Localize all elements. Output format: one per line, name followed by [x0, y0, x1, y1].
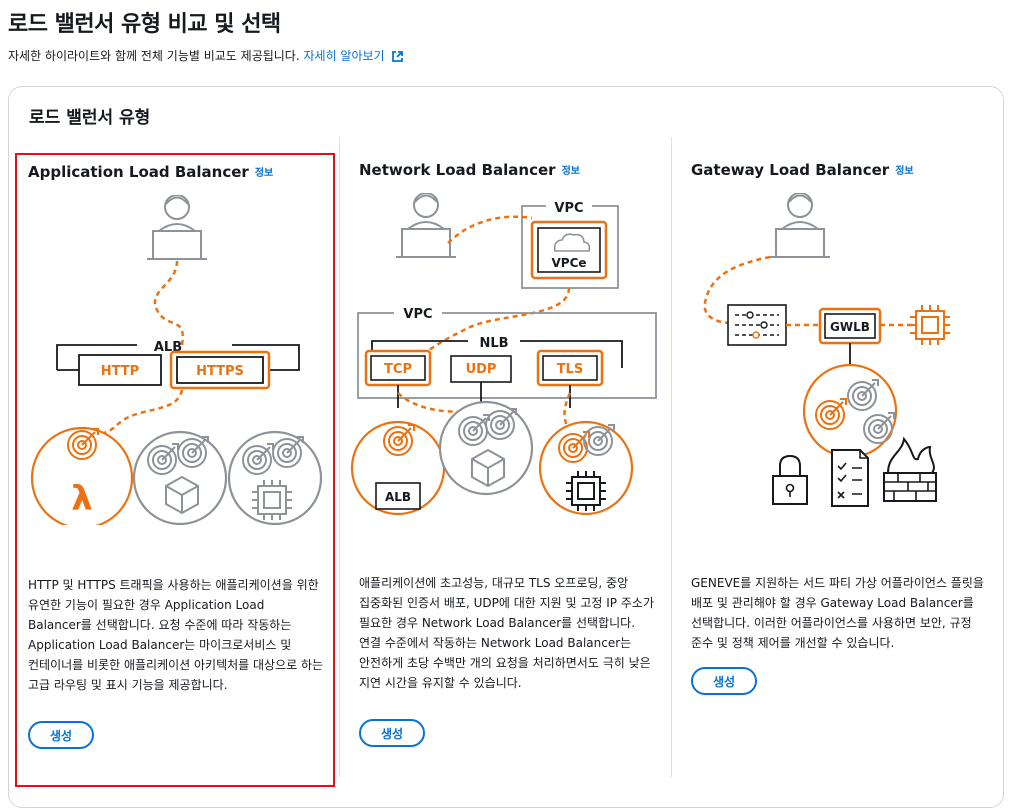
nlb-title: Network Load Balancer — [359, 161, 556, 179]
udp-box — [450, 355, 512, 383]
column-divider — [671, 137, 672, 777]
card-title: Application Load Balancer 정보 — [28, 163, 273, 181]
nlb-label: NLB — [479, 336, 508, 351]
alb-description: HTTP 및 HTTPS 트래픽을 사용하는 애플리케이션을 위한 유연한 기능… — [28, 578, 324, 692]
chip-icon — [565, 470, 607, 512]
alb-card[interactable]: Application Load Balancer 정보 ALB HTTP HTT… — [15, 153, 335, 787]
vpc-label: VPC — [403, 307, 432, 322]
tcp-label: TCP — [384, 362, 412, 377]
card-title: Gateway Load Balancer 정보 — [691, 161, 914, 179]
checklist-icon — [831, 449, 869, 507]
alb-small-label: ALB — [385, 490, 411, 504]
gwlb-description: GENEVE를 지원하는 서드 파티 가상 어플라이언스 플릿을 배포 및 관리… — [691, 576, 984, 650]
cube-icon — [471, 449, 505, 487]
section-title: 로드 밸런서 유형 — [29, 108, 151, 128]
tls-label: TLS — [557, 362, 584, 377]
chip-icon — [909, 304, 951, 346]
page-title: 로드 밸런서 유형 비교 및 선택 — [8, 12, 281, 37]
nlb-create-button[interactable]: 생성 — [359, 719, 425, 747]
firewall-icon — [883, 436, 937, 502]
user-laptop-icon — [146, 195, 208, 260]
user-laptop-icon — [769, 193, 831, 258]
alb-title: Application Load Balancer — [28, 163, 249, 181]
nlb-diagram: VPC VPCe VPC NLB TCP UDP TLS — [350, 193, 657, 516]
gwlb-label: GWLB — [830, 320, 870, 334]
card-title: Network Load Balancer 정보 — [359, 161, 580, 179]
vpce-label: VPCe — [551, 256, 586, 270]
page-subtitle: 자세한 하이라이트와 함께 전체 기능별 비교도 제공됩니다. 자세히 알아보기 — [8, 47, 404, 64]
subtitle-text: 자세한 하이라이트와 함께 전체 기능별 비교도 제공됩니다. — [8, 49, 300, 63]
vpc-box — [357, 312, 657, 399]
external-link-icon — [392, 51, 404, 62]
chip-icon — [251, 479, 293, 521]
alb-info-link[interactable]: 정보 — [254, 168, 274, 179]
load-balancer-types-panel: 로드 밸런서 유형 Application Load Balancer 정보 AL… — [8, 86, 1004, 808]
gwlb-card[interactable]: Gateway Load Balancer 정보 GWLB — [680, 153, 996, 783]
https-label: HTTPS — [196, 364, 244, 379]
gwlb-create-button[interactable]: 생성 — [691, 667, 757, 695]
http-label: HTTP — [101, 364, 139, 379]
user-laptop-icon — [395, 193, 457, 258]
column-divider — [339, 137, 340, 777]
udp-label: UDP — [466, 362, 497, 377]
gwlb-title: Gateway Load Balancer — [691, 161, 890, 179]
nlb-info-link[interactable]: 정보 — [561, 166, 580, 177]
alb-create-button[interactable]: 생성 — [28, 721, 94, 749]
cube-icon — [165, 476, 199, 514]
alb-small-box — [375, 482, 421, 510]
vpc-top-label: VPC — [554, 201, 583, 216]
lock-icon — [772, 454, 808, 505]
http-box — [78, 354, 162, 386]
alb-diagram: ALB HTTP HTTPS λ — [30, 195, 323, 525]
gwlb-diagram: GWLB — [703, 193, 951, 507]
learn-more-link[interactable]: 자세히 알아보기 — [304, 49, 404, 63]
lambda-icon: λ — [71, 479, 93, 519]
nlb-card[interactable]: Network Load Balancer 정보 VPC VPCe VPC NLB… — [348, 153, 664, 783]
gwlb-info-link[interactable]: 정보 — [895, 166, 914, 177]
nlb-description: 애플리케이션에 초고성능, 대규모 TLS 오프로딩, 중앙 집중화된 인증서 … — [359, 576, 654, 690]
learn-more-label: 자세히 알아보기 — [303, 49, 385, 63]
